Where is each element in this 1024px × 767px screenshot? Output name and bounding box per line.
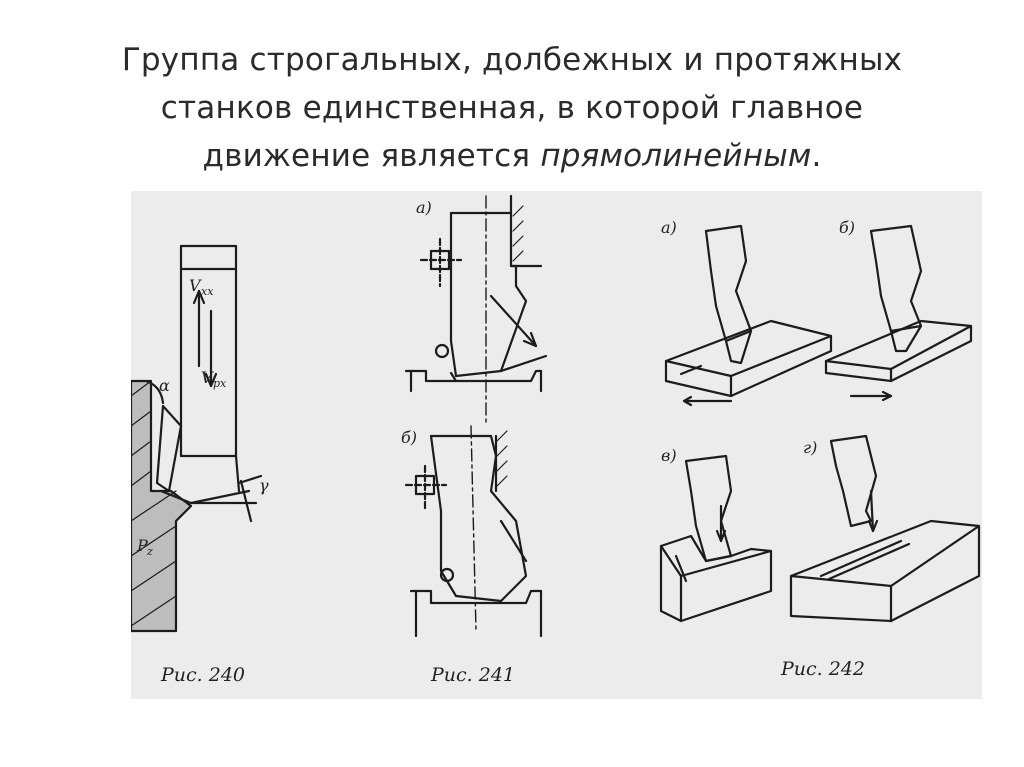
title-line-2: станков единственная, в которой главное bbox=[160, 90, 864, 126]
v-idle-sub: xx bbox=[201, 285, 214, 298]
fig241-label-a: а) bbox=[416, 198, 432, 217]
fig242-label-d: г) bbox=[803, 438, 817, 457]
figure-240 bbox=[129, 244, 263, 633]
alpha-label: α bbox=[159, 376, 170, 395]
gamma-label: γ bbox=[259, 476, 269, 495]
figure-image: V xx V px α γ P z а) б) а) б) в) г) Рис.… bbox=[129, 191, 982, 699]
v-idle-label: V bbox=[189, 276, 202, 295]
pz-sub: z bbox=[146, 545, 153, 558]
pz-label: P bbox=[136, 536, 148, 555]
caption-fig-241: Рис. 241 bbox=[430, 664, 515, 686]
fig241-label-b: б) bbox=[401, 428, 417, 447]
title-line-3-start: движение является bbox=[202, 138, 541, 174]
slide-title: Группа строгальных, долбежных и протяжны… bbox=[60, 36, 964, 180]
title-line-3: движение является прямолинейным. bbox=[60, 132, 964, 180]
caption-fig-242: Рис. 242 bbox=[780, 658, 865, 680]
figure-241 bbox=[404, 194, 548, 638]
figure-242 bbox=[659, 224, 981, 623]
caption-fig-240: Рис. 240 bbox=[160, 664, 245, 686]
v-work-label: V bbox=[201, 368, 214, 387]
title-line-1: Группа строгальных, долбежных и протяжны… bbox=[121, 42, 903, 78]
machining-diagrams: V xx V px α γ P z а) б) а) б) в) г) Рис.… bbox=[129, 194, 981, 686]
title-emphasis: прямолинейным bbox=[540, 138, 812, 174]
title-end: . bbox=[811, 138, 822, 174]
fig242-label-c: в) bbox=[661, 446, 677, 465]
fig242-label-b: б) bbox=[839, 218, 855, 237]
v-work-sub: px bbox=[213, 377, 227, 390]
fig242-label-a: а) bbox=[661, 218, 677, 237]
